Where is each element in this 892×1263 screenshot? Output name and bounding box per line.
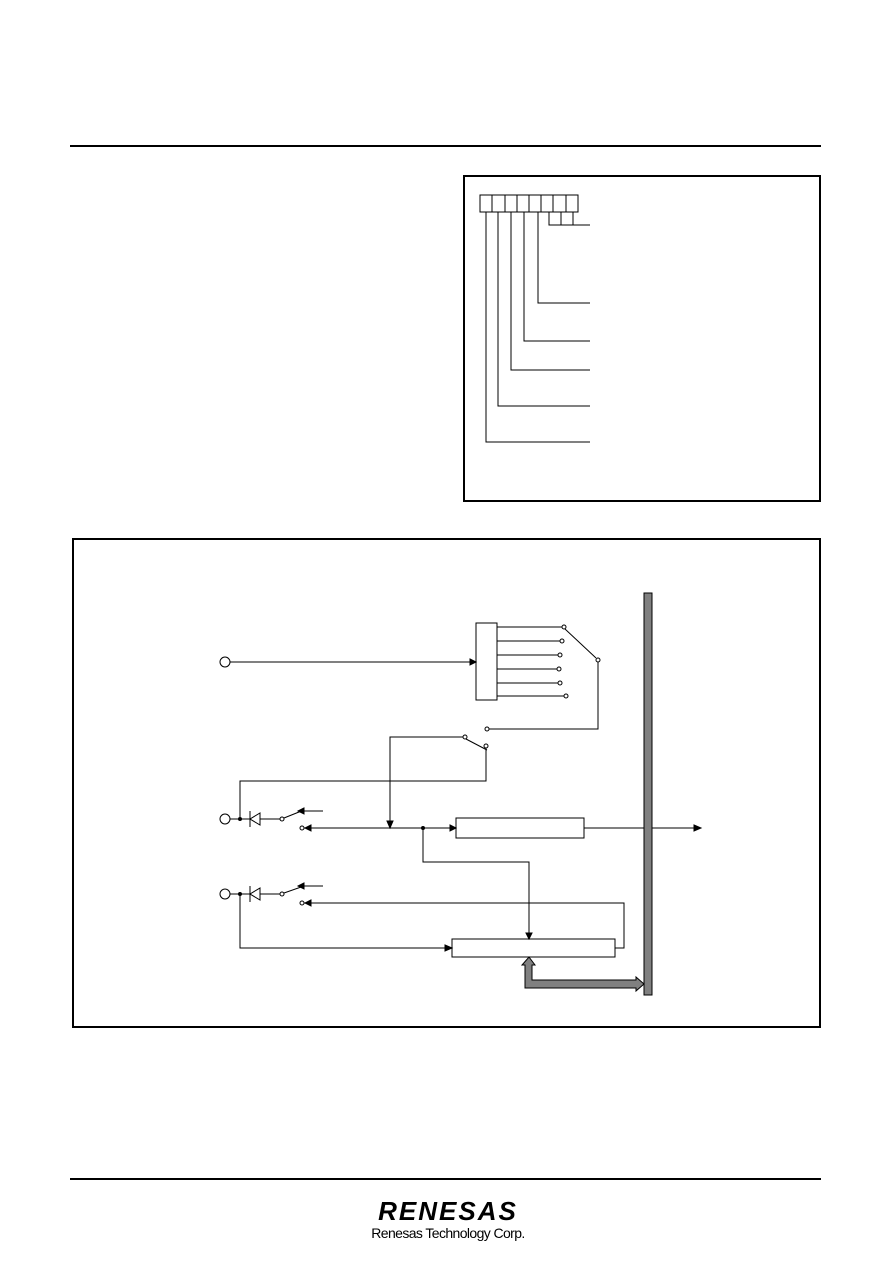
bus-connection-arrow [520, 956, 645, 993]
input-pin-2 [219, 813, 231, 825]
internal-data-bus [643, 592, 653, 996]
buffer-3 [249, 887, 261, 901]
renesas-logo: RENESAS Renesas Technology Corp. [348, 1197, 548, 1247]
logo-wordmark: RENESAS [378, 1196, 518, 1226]
footer-rule [70, 1178, 821, 1180]
header-rule [70, 145, 821, 147]
timer-register-block [455, 817, 585, 839]
selector-switch-blade [465, 738, 488, 751]
block-diagram-box [72, 538, 821, 1028]
input-pin-1 [219, 656, 231, 668]
counter-block [451, 938, 616, 958]
register-bit-cells [479, 194, 579, 226]
rotary-switch-blade [564, 628, 597, 659]
buffer-2 [249, 812, 261, 826]
divider-taps [497, 624, 569, 699]
company-name: Renesas Technology Corp. [371, 1225, 525, 1241]
register-bit-leaders [485, 212, 590, 443]
input-pin-3 [219, 888, 231, 900]
register-diagram-box [463, 175, 821, 502]
divider-block [475, 622, 498, 701]
